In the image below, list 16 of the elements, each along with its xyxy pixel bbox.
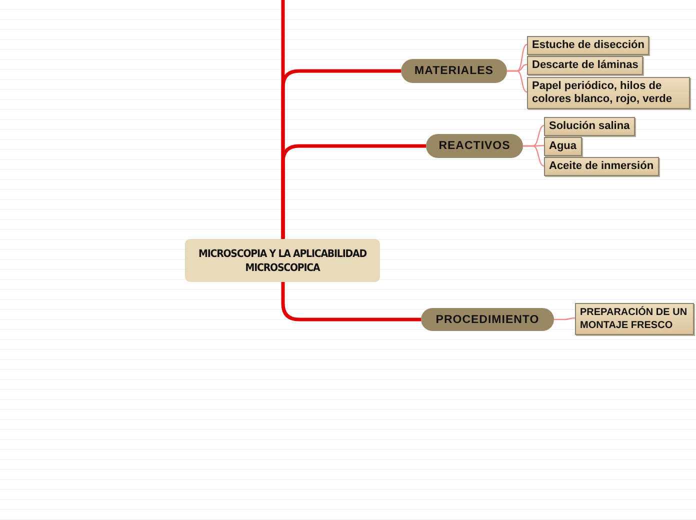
connector-line	[281, 144, 426, 239]
main-topic: MATERIALES	[401, 59, 507, 83]
connector-line	[523, 145, 544, 167]
main-topic: PROCEDIMIENTO	[421, 308, 554, 331]
subtopic-box: Agua	[544, 137, 582, 156]
central-topic: MICROSCOPIA Y LA APLICABILIDAD MICROSCOPICA	[185, 239, 380, 282]
subtopic-box: Aceite de inmersión	[544, 157, 659, 176]
subtopic-box: Papel periódico, hilos de colores blanco, rojo, verde	[527, 77, 690, 109]
subtopic-box: Estuche de disección	[527, 36, 650, 55]
connector-line	[281, 282, 421, 322]
connector-line	[507, 70, 528, 93]
subtopic-box: Solución salina	[544, 117, 635, 136]
subtopic-box: Descarte de láminas	[527, 56, 644, 75]
connector-line	[554, 317, 576, 320]
subtopic-box: PREPARACIÓN DE UN MONTAJE FRESCO	[575, 303, 694, 335]
main-topic: REACTIVOS	[426, 134, 523, 158]
